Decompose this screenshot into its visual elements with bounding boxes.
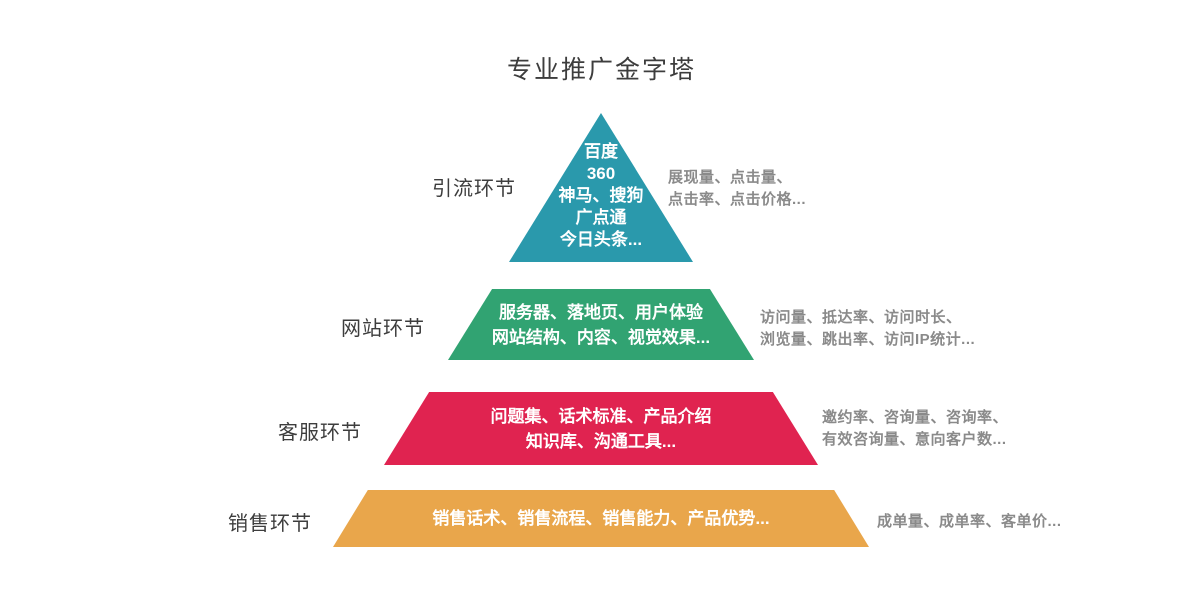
metrics-line: 成单量、成单率、客单价... xyxy=(877,513,1062,530)
content-line: 知识库、沟通工具... xyxy=(525,431,677,451)
metrics-line: 点击率、点击价格... xyxy=(668,191,807,208)
content-line: 网站结构、内容、视觉效果... xyxy=(491,327,711,347)
content-line: 今日头条... xyxy=(559,230,643,249)
metrics-line: 浏览量、跳出率、访问IP统计... xyxy=(760,331,976,348)
content-line: 百度 xyxy=(584,142,618,161)
metrics-customer-service: 邀约率、咨询量、咨询率、 有效咨询量、意向客户数... xyxy=(822,407,1008,451)
content-line: 问题集、话术标准、产品介绍 xyxy=(490,406,712,426)
content-line: 销售话术、销售流程、销售能力、产品优势... xyxy=(432,509,770,528)
metrics-line: 邀约率、咨询量、咨询率、 xyxy=(822,409,1009,426)
stage-label-traffic: 引流环节 xyxy=(432,178,516,200)
stage-label-customer-service: 客服环节 xyxy=(278,422,362,444)
pyramid-level-website: 服务器、落地页、用户体验 网站结构、内容、视觉效果... xyxy=(448,289,754,360)
metrics-line: 访问量、抵达率、访问时长、 xyxy=(760,309,962,326)
metrics-website: 访问量、抵达率、访问时长、 浏览量、跳出率、访问IP统计... xyxy=(760,307,975,351)
content-line: 360 xyxy=(586,164,616,183)
metrics-traffic: 展现量、点击量、 点击率、点击价格... xyxy=(668,167,806,211)
metrics-line: 有效咨询量、意向客户数... xyxy=(822,431,1007,448)
pyramid-level-customer-service: 问题集、话术标准、产品介绍 知识库、沟通工具... xyxy=(384,392,818,465)
metrics-sales: 成单量、成单率、客单价... xyxy=(877,511,1062,533)
pyramid-level-traffic: 百度 360 神马、搜狗 广点通 今日头条... xyxy=(509,113,693,262)
metrics-line: 展现量、点击量、 xyxy=(668,169,793,186)
content-line: 服务器、落地页、用户体验 xyxy=(499,302,703,322)
stage-label-sales: 销售环节 xyxy=(228,513,312,535)
pyramid-level-sales: 销售话术、销售流程、销售能力、产品优势... xyxy=(333,490,869,547)
content-line: 广点通 xyxy=(575,208,627,227)
page-title: 专业推广金字塔 xyxy=(506,56,696,84)
stage-label-website: 网站环节 xyxy=(341,318,425,340)
content-line: 神马、搜狗 xyxy=(558,186,644,205)
